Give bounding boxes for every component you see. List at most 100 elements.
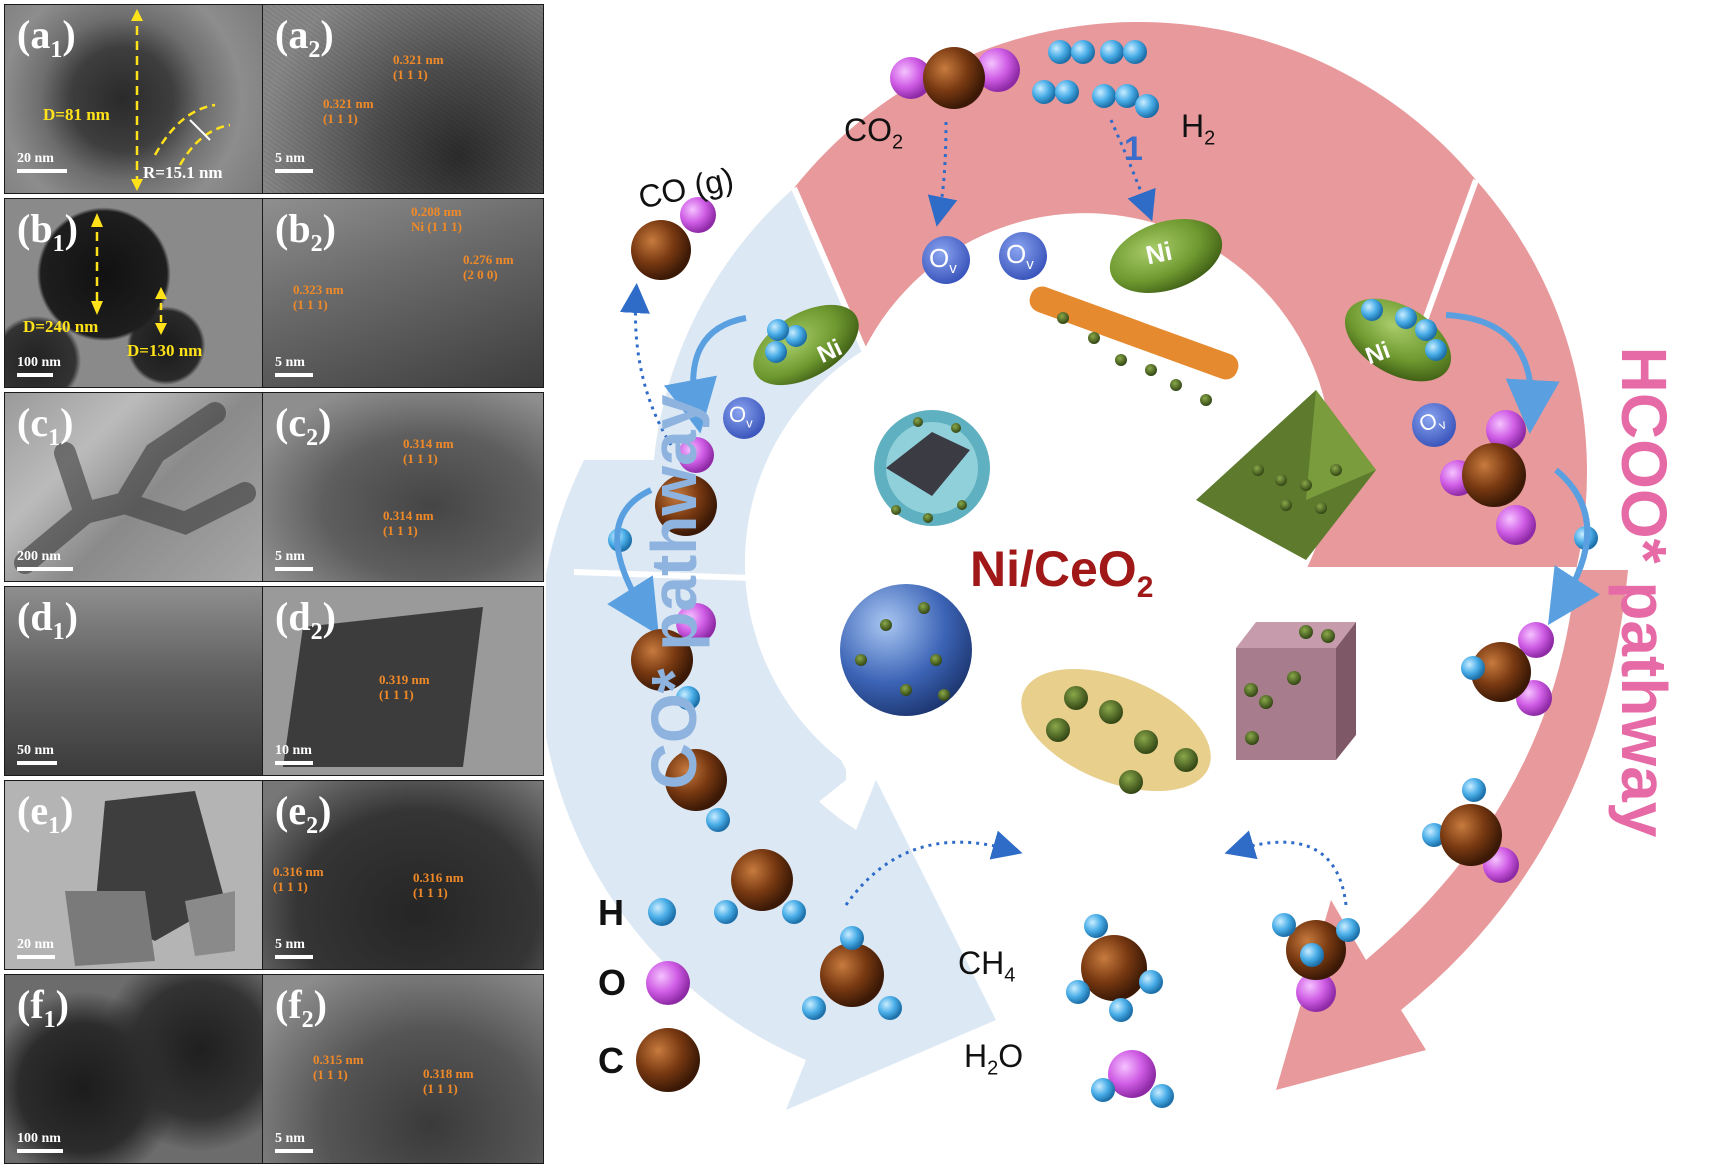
panel-label-d2: (d2): [275, 594, 336, 645]
tem-image-b1: [5, 199, 265, 387]
panel-label-f1: (f1): [17, 982, 69, 1033]
scale-bar-e2: 5 nm: [275, 937, 313, 959]
tem-panel-a2: (a2) 0.321 nm(1 1 1) 0.321 nm(1 1 1) 5 n…: [262, 4, 544, 194]
legend-o-atom: [646, 961, 690, 1005]
diameter-label-b1-2: D=130 nm: [127, 341, 203, 360]
h-transfer-arrow-left: [663, 315, 747, 434]
cube-morphology: [1236, 622, 1356, 760]
lattice-label-a2-2: 0.321 nm(1 1 1): [323, 96, 374, 126]
scale-bar-c1: 200 nm: [17, 549, 73, 571]
ch4-molecule: [1066, 914, 1163, 1022]
tem-image-a2: [263, 5, 543, 193]
hydrogenation-arrow-right: [1547, 467, 1600, 626]
tem-image-e2: [263, 781, 543, 969]
ch4-label: CH4: [958, 945, 1016, 987]
lattice-label-f2-1: 0.315 nm(1 1 1): [313, 1052, 364, 1082]
panel-label-d1: (d1): [17, 594, 78, 645]
ch-intermediate: [665, 749, 730, 832]
legend-c-atom: [636, 1028, 700, 1092]
tem-panel-c1: (c1) 200 nm: [4, 392, 266, 582]
ov-site-1: [922, 236, 970, 284]
center-catalyst-label: Ni/CeO2: [970, 541, 1154, 604]
h2o-molecule: [1091, 1050, 1174, 1108]
scale-bar-f2: 5 nm: [275, 1131, 313, 1153]
ch2-intermediate: [714, 849, 806, 924]
co-desorb-arrow: [619, 283, 673, 446]
ch4-formation-arrow-left: [844, 830, 1023, 906]
ov-site-left: [723, 397, 765, 439]
dimension-lines-a1: [131, 9, 231, 191]
legend-h-atom: [648, 898, 676, 926]
h3co-intermediate: [1422, 778, 1519, 883]
hollow-sphere-morphology: [874, 410, 990, 526]
tem-panel-e2: (e2) 0.316 nm(1 1 1) 0.316 nm(1 1 1) 5 n…: [262, 780, 544, 970]
ellipsoid-morphology: [1021, 668, 1211, 794]
ov-site-right: [1412, 403, 1456, 447]
octahedron-morphology: [1196, 390, 1376, 560]
tem-panel-b1: (b1) D=240 nm D=130 nm 100 nm: [4, 198, 266, 388]
hcoo-intermediate: [1440, 410, 1536, 545]
lattice-label-b2-3: 0.276 nm(2 0 0): [463, 252, 514, 282]
tem-image-f1: [5, 975, 265, 1163]
tem-panel-d2: (d2) 0.319 nm(1 1 1) 10 nm: [262, 586, 544, 776]
step-number: 1: [1124, 130, 1143, 168]
tem-image-f2: [263, 975, 543, 1163]
panel-label-b2: (b2): [275, 206, 336, 257]
co-gas-molecule: [631, 197, 716, 280]
ch3o-intermediate: [1272, 913, 1360, 1012]
panel-label-a1: (a1): [17, 12, 76, 63]
mechanism-graphics: [546, 22, 1628, 1110]
scale-bar-b2: 5 nm: [275, 355, 313, 377]
dimension-lines-b1: [91, 213, 167, 335]
legend-o-label: O: [598, 962, 627, 1003]
tem-image-b2: [263, 199, 543, 387]
tem-image-grid: (a1) D=81 nm R=15.1 nm 20 nm (a2) 0.321 …: [4, 4, 544, 1164]
nanocube-e1: [65, 791, 235, 966]
h2-adsorb-arrow: [1109, 119, 1156, 222]
ch3-intermediate: [802, 926, 902, 1020]
hcoo-lower-band: [1276, 570, 1628, 1090]
tem-panel-c2: (c2) 0.314 nm(1 1 1) 0.314 nm(1 1 1) 5 n…: [262, 392, 544, 582]
nanorod-morphology: [1029, 286, 1239, 406]
scale-bar-d2: 10 nm: [275, 743, 313, 765]
panel-label-b1: (b1): [17, 206, 78, 257]
tem-image-d1: [5, 587, 265, 775]
scale-bar-b1: 100 nm: [17, 355, 61, 377]
ch4-formation-arrow-right: [1224, 830, 1348, 906]
legend-c-label: C: [598, 1040, 624, 1081]
lattice-label-d2-1: 0.319 nm(1 1 1): [379, 672, 430, 702]
panel-label-a2: (a2): [275, 12, 334, 63]
legend-h-label: H: [598, 892, 624, 933]
hco-intermediate: [631, 603, 716, 710]
ov-label-left: Ov: [729, 402, 753, 431]
hydrogenation-arrow-left: [607, 487, 659, 636]
scale-bar-a2: 5 nm: [275, 151, 313, 173]
tem-panel-a1: (a1) D=81 nm R=15.1 nm 20 nm: [4, 4, 266, 194]
tem-image-a1: [5, 5, 265, 193]
h-transfer-arrow-right: [1445, 312, 1560, 434]
nanorod-network-c1: [14, 402, 256, 574]
tem-panel-e1: (e1) 20 nm: [4, 780, 266, 970]
panel-label-e1: (e1): [17, 788, 74, 839]
co2-molecule: [890, 47, 1020, 109]
lattice-label-f2-2: 0.318 nm(1 1 1): [423, 1066, 474, 1096]
tem-panel-f1: (f1) 100 nm: [4, 974, 266, 1164]
ov-label-2: Ov: [1006, 239, 1034, 274]
h2coo-intermediate: [1461, 622, 1554, 716]
tem-panel-f2: (f2) 0.315 nm(1 1 1) 0.318 nm(1 1 1) 5 n…: [262, 974, 544, 1164]
lattice-label-c2-2: 0.314 nm(1 1 1): [383, 508, 434, 538]
ni-site-top: [1109, 219, 1223, 293]
ov-site-2: [999, 232, 1047, 280]
panel-label-f2: (f2): [275, 982, 327, 1033]
h2o-label: H2O: [964, 1038, 1024, 1080]
lattice-label-a2-1: 0.321 nm(1 1 1): [393, 52, 444, 82]
hcoo-arc-band: [794, 22, 1588, 570]
scale-bar-e1: 20 nm: [17, 937, 55, 959]
diameter-label-b1-1: D=240 nm: [23, 317, 99, 336]
mechanism-diagram: CO2 H2 1 CO (g) Ov Ov Ni Ni Ov Ni Ov Ni/…: [546, 0, 1724, 1170]
h2-label: H2: [1181, 108, 1216, 150]
lattice-label-e2-1: 0.316 nm(1 1 1): [273, 864, 324, 894]
nanocube-d2: [283, 607, 483, 767]
separator-top-right: [1413, 178, 1479, 347]
